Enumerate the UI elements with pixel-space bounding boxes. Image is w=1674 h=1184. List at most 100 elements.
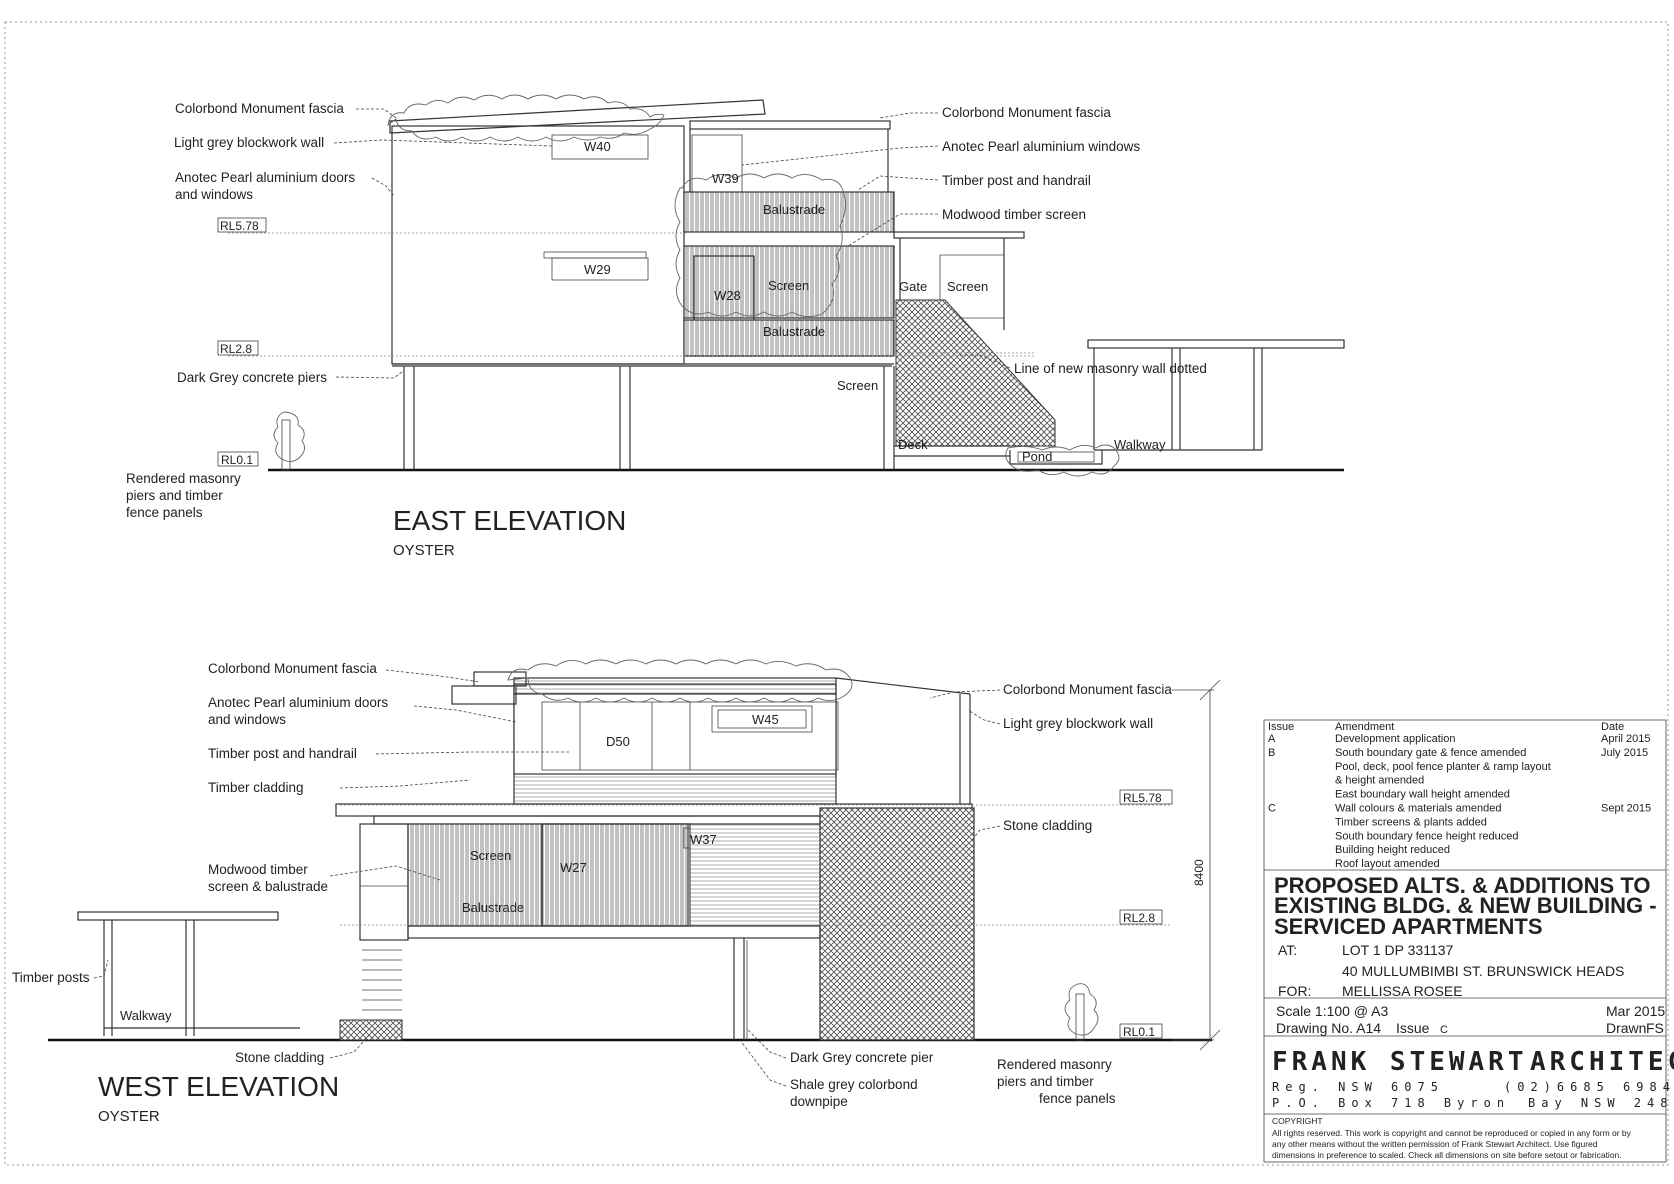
west-level-rl01: RL0.1 [1123, 1025, 1155, 1039]
amendment-amendment: & height amended [1335, 775, 1424, 787]
po-town: Bay NSW 2481 [1528, 1096, 1674, 1110]
east-inline-walkway: Walkway [1114, 437, 1166, 452]
project-title-3: SERVICED APARTMENTS [1274, 914, 1543, 939]
west-label-fence-1: Rendered masonry [997, 1057, 1112, 1072]
amendment-date: Sept 2015 [1601, 803, 1651, 815]
east-inline-screen-2: Screen [947, 279, 988, 294]
west-label-doors-2: and windows [208, 712, 286, 727]
west-label-downpipe-1: Shale grey colorbond [790, 1077, 918, 1092]
for-label: FOR: [1278, 983, 1311, 999]
east-label-fence-3: fence panels [126, 505, 203, 520]
west-inline-balustrade: Balustrade [462, 900, 524, 915]
west-label-pier: Dark Grey concrete pier [790, 1050, 934, 1065]
west-label-cladding: Timber cladding [208, 780, 304, 795]
west-door-d50: D50 [606, 734, 630, 749]
west-label-posts: Timber posts [12, 970, 90, 985]
tb-header-amendment: Amendment [1335, 721, 1394, 733]
east-window-w40: W40 [584, 139, 611, 154]
firm-title: ARCHITECT [1530, 1047, 1674, 1077]
west-label-fascia-left: Colorbond Monument fascia [208, 661, 377, 676]
amendment-amendment: Wall colours & materials amended [1335, 803, 1502, 815]
east-label-piers: Dark Grey concrete piers [177, 370, 327, 385]
tb-header-date: Date [1601, 721, 1624, 733]
west-elevation-title: WEST ELEVATION [98, 1071, 339, 1102]
west-elevation [48, 659, 1212, 1042]
east-window-w39: W39 [712, 171, 739, 186]
west-label-stone-right: Stone cladding [1003, 818, 1092, 833]
amendment-date: July 2015 [1601, 747, 1648, 759]
issue-label: Issue [1396, 1020, 1430, 1036]
west-level-rl578: RL5.78 [1123, 791, 1162, 805]
amendment-amendment: Development application [1335, 733, 1455, 745]
west-label-fence-2: piers and timber [997, 1074, 1094, 1089]
at-address: 40 MULLUMBIMBI ST. BRUNSWICK HEADS [1342, 963, 1624, 979]
at-label: AT: [1278, 942, 1297, 958]
amendment-amendment: East boundary wall height amended [1335, 789, 1510, 801]
scale: Scale 1:100 @ A3 [1276, 1003, 1389, 1019]
drawn-value: FS [1646, 1020, 1664, 1036]
west-label-modwood-2: screen & balustrade [208, 879, 328, 894]
east-label-fascia-left: Colorbond Monument fascia [175, 101, 344, 116]
west-dimension-8400: 8400 [1192, 859, 1206, 886]
drawn-label: Drawn [1606, 1020, 1646, 1036]
copyright-line-1: All rights reserved. This work is copyri… [1272, 1128, 1632, 1138]
east-window-w29: W29 [584, 262, 611, 277]
phone: (02)6685 6984 [1504, 1080, 1674, 1094]
west-label-fence-3: fence panels [1039, 1091, 1116, 1106]
east-label-fence-1: Rendered masonry [126, 471, 241, 486]
amendment-issue: A [1268, 733, 1276, 745]
sheet-border [4, 21, 1669, 1166]
drawing-number: Drawing No. A14 [1276, 1020, 1381, 1036]
east-label-screen-right: Modwood timber screen [942, 207, 1086, 222]
east-label-masonry-wall: Line of new masonry wall dotted [1014, 361, 1207, 376]
west-elevation-subtitle: OYSTER [98, 1108, 160, 1125]
east-inline-deck: Deck [898, 437, 928, 452]
west-label-blockwork: Light grey blockwork wall [1003, 716, 1153, 731]
registration: Reg. NSW 6075 [1272, 1080, 1444, 1094]
west-inline-screen: Screen [470, 848, 511, 863]
copyright-title: COPYRIGHT [1272, 1116, 1323, 1126]
west-leaders [93, 669, 1221, 1087]
for-client: MELLISSA ROSEE [1342, 983, 1463, 999]
amendment-issue: C [1268, 803, 1276, 815]
east-inline-balustrade-top: Balustrade [763, 202, 825, 217]
east-label-windows-right: Anotec Pearl aluminium windows [942, 139, 1140, 154]
east-label-doors-1: Anotec Pearl aluminium doors [175, 170, 355, 185]
west-window-w27: W27 [560, 860, 587, 875]
project-title-1: PROPOSED ALTS. & ADDITIONS TO [1274, 873, 1650, 898]
west-label-post: Timber post and handrail [208, 746, 357, 761]
amendment-amendment: Roof layout amended [1335, 858, 1440, 870]
east-elevation-subtitle: OYSTER [393, 542, 455, 559]
east-inline-screen: Screen [768, 278, 809, 293]
stair-treads [362, 939, 402, 1011]
west-label-doors-1: Anotec Pearl aluminium doors [208, 695, 388, 710]
east-inline-screen-3: Screen [837, 378, 878, 393]
firm-name: FRANK STEWART [1272, 1047, 1528, 1077]
east-label-doors-2: and windows [175, 187, 253, 202]
west-window-w37: W37 [690, 832, 717, 847]
west-level-rl28: RL2.8 [1123, 911, 1155, 925]
east-label-blockwork: Light grey blockwork wall [174, 135, 324, 150]
tb-header-issue: Issue [1268, 721, 1294, 733]
title-block: Issue Amendment Date A Development applic… [1263, 719, 1674, 1163]
amendment-amendment: Timber screens & plants added [1335, 816, 1487, 828]
east-label-fascia-right: Colorbond Monument fascia [942, 105, 1111, 120]
west-label-stone-bottom: Stone cladding [235, 1050, 324, 1065]
east-window-w28: W28 [714, 288, 741, 303]
east-label-fence-2: piers and timber [126, 488, 223, 503]
copyright-line-2: any other means without the written perm… [1272, 1139, 1598, 1149]
east-level-rl578: RL5.78 [220, 219, 259, 233]
po-box: P.O. Box 718 Byron [1272, 1096, 1510, 1110]
amendment-date: April 2015 [1601, 733, 1651, 745]
amendment-issue: B [1268, 747, 1275, 759]
east-level-rl01: RL0.1 [221, 453, 253, 467]
east-inline-balustrade-bottom: Balustrade [763, 324, 825, 339]
issue-value: C [1440, 1024, 1448, 1036]
amendment-amendment: South boundary fence height reduced [1335, 830, 1518, 842]
copyright-line-3: dimensions in preference to scaled. Chec… [1272, 1150, 1622, 1160]
west-label-downpipe-2: downpipe [790, 1094, 848, 1109]
east-inline-gate: Gate [899, 279, 927, 294]
east-inline-pond: Pond [1022, 449, 1052, 464]
east-elevation-title: EAST ELEVATION [393, 505, 626, 536]
